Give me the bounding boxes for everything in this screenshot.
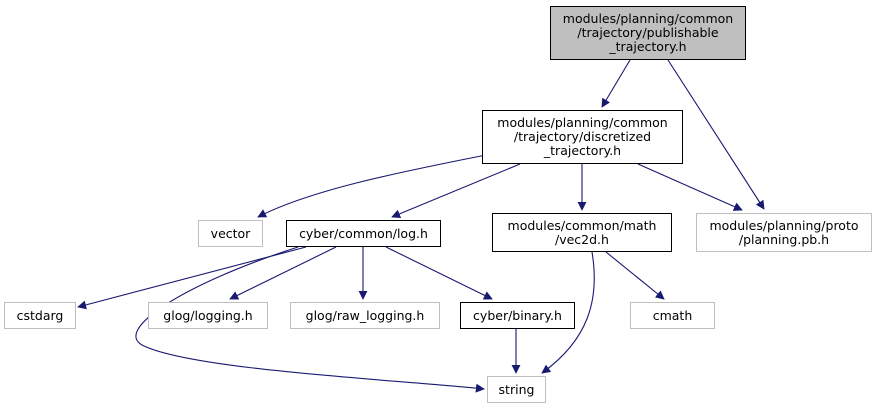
node-publishable-trajectory-h[interactable]: modules/planning/common /trajectory/publ… — [550, 6, 746, 60]
node-label: cmath — [652, 307, 693, 323]
node-label: cstdarg — [16, 307, 64, 323]
node-label: string — [498, 381, 535, 397]
node-label: cyber/binary.h — [473, 307, 562, 323]
node-label: modules/common/math /vec2d.h — [507, 217, 657, 247]
edge-node-vec2d-h-to-node-cmath — [605, 251, 665, 300]
edge-node-publishable-trajectory-h-to-node-planning-pb-h — [667, 59, 765, 210]
node-log-h[interactable]: cyber/common/log.h — [286, 220, 441, 247]
edge-node-discretized-trajectory-h-to-node-planning-pb-h — [637, 163, 743, 211]
node-label: vector — [210, 225, 251, 241]
node-cyber-binary-h[interactable]: cyber/binary.h — [460, 302, 575, 329]
node-vector: vector — [198, 220, 263, 247]
edge-node-log-h-to-node-cyber-binary-h — [385, 246, 493, 300]
node-label: modules/planning/common /trajectory/disc… — [497, 115, 668, 158]
edge-node-vec2d-h-to-node-string — [541, 251, 595, 374]
edge-node-publishable-trajectory-h-to-node-discretized-trajectory-h — [601, 59, 631, 108]
node-discretized-trajectory-h[interactable]: modules/planning/common /trajectory/disc… — [482, 110, 683, 164]
node-label: modules/planning/common /trajectory/publ… — [562, 11, 734, 54]
edge-layer — [77, 59, 765, 393]
edge-node-log-h-to-node-string — [135, 246, 485, 393]
node-string: string — [487, 376, 546, 403]
node-planning-pb-h: modules/planning/proto /planning.pb.h — [696, 213, 872, 252]
edge-node-log-h-to-node-glog-logging-h — [229, 246, 337, 300]
node-cmath: cmath — [630, 302, 715, 329]
node-label: glog/raw_logging.h — [305, 307, 425, 323]
node-label: glog/logging.h — [163, 307, 253, 323]
node-label: cyber/common/log.h — [299, 225, 428, 241]
node-cstdarg: cstdarg — [4, 302, 76, 329]
node-vec2d-h[interactable]: modules/common/math /vec2d.h — [492, 213, 672, 252]
node-label: modules/planning/proto /planning.pb.h — [709, 217, 859, 247]
node-glog-raw-logging-h: glog/raw_logging.h — [290, 302, 440, 329]
node-glog-logging-h: glog/logging.h — [148, 302, 268, 329]
edge-node-discretized-trajectory-h-to-node-log-h — [391, 163, 521, 219]
edge-node-discretized-trajectory-h-to-node-vector — [257, 154, 487, 218]
